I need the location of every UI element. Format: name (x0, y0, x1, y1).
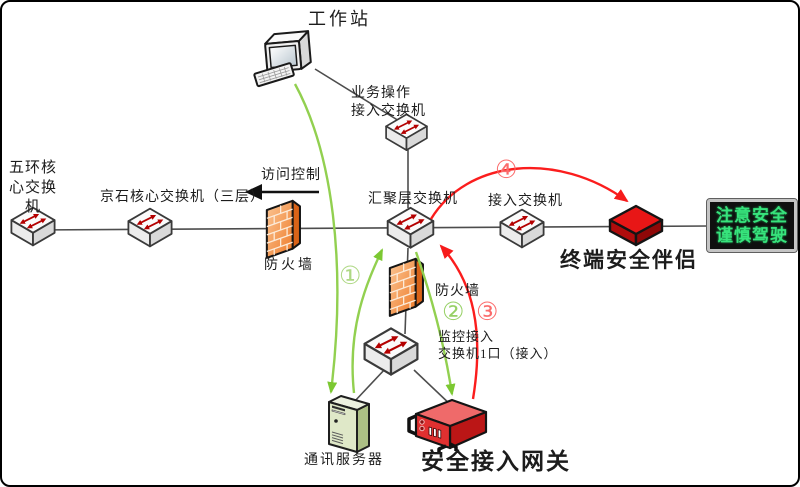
aggregation-switch-label: 汇聚层交换机 (368, 192, 458, 207)
firewall-icon-monitor (388, 257, 424, 317)
green-flows (293, 83, 456, 396)
workstation-label: 工作站 (308, 9, 371, 29)
switch-icon-access (500, 210, 543, 248)
red-flows (429, 166, 629, 400)
terminal-companion-label: 终端安全伴侣 (560, 248, 698, 272)
switch-icon-aggregation (388, 208, 434, 248)
security-gateway-label: 安全接入网关 (421, 449, 571, 474)
flow-marker-3: ③ (476, 297, 499, 326)
access-control-arrow (245, 184, 319, 200)
access-control-label: 访问控制 (261, 168, 321, 183)
flow-2-aggswitch-to-gateway (414, 251, 456, 396)
link-monitorswitch-server (353, 367, 387, 403)
link-workstation-bizswitch (314, 68, 405, 125)
red-diamond-device-icon (608, 204, 664, 247)
firewall-icon-core (265, 199, 301, 259)
flow-server-to-aggswitch (351, 248, 384, 394)
comm-server-label: 通讯服务器 (304, 453, 384, 468)
switch-icon-monitor-access (365, 328, 418, 374)
access-switch-label: 接入交换机 (488, 194, 563, 209)
led-sign-line2: 谨慎驾驶 (716, 225, 788, 245)
workstation-icon (253, 30, 312, 88)
keyboard-icon (253, 62, 295, 88)
jingshi-core-switch-label: 京石核心交换机（三层） (100, 190, 265, 205)
flow-3-gateway-to-aggswitch (439, 244, 479, 400)
flow-marker-2: ② (442, 297, 465, 326)
switch-icon-jingshi-core (128, 209, 171, 247)
flow-4-aggswitch-to-companion (429, 166, 629, 220)
monitor-access-switch-label: 监控接入 交换机1口（接入） (438, 329, 558, 361)
server-icon (328, 395, 370, 453)
led-sign: 注意安全 谨慎驾驶 (706, 198, 798, 253)
firewall-core-label: 防火墙 (264, 258, 315, 273)
flow-marker-4: ④ (495, 155, 518, 184)
gateway-icon (407, 398, 488, 453)
business-access-switch-label: 业务操作 接入交换机 (351, 86, 426, 120)
flow-marker-1: ① (339, 261, 362, 290)
wuhuan-core-switch-label: 五环核 心交换 机 (8, 160, 57, 215)
flow-1-workstation-to-server (293, 83, 339, 394)
led-sign-line1: 注意安全 (716, 205, 788, 225)
firewall-monitor-label: 防火墙 (435, 284, 480, 299)
